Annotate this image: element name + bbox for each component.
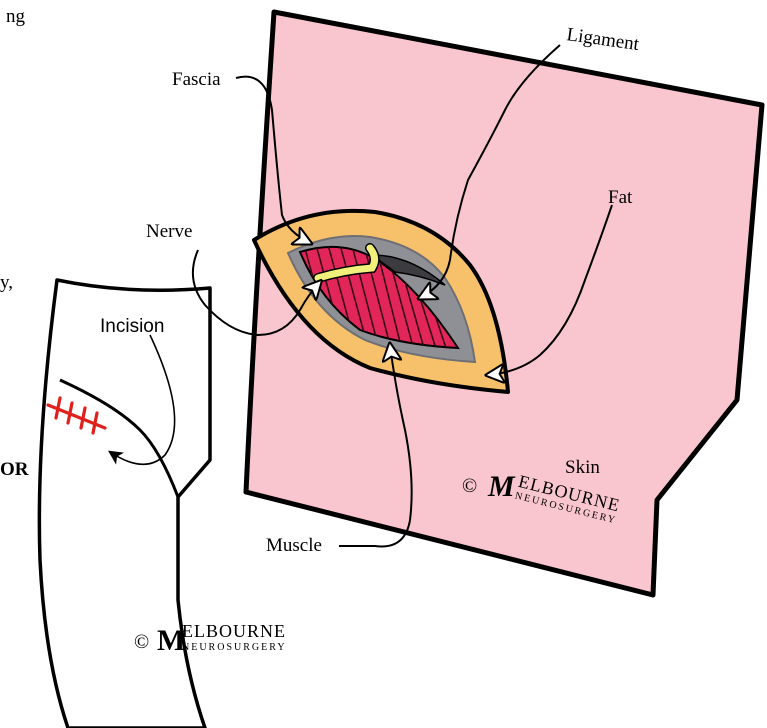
- fascia-label: Fascia: [172, 69, 221, 90]
- fat-label: Fat: [608, 187, 633, 208]
- skin-panel: © M ELBOURNE NEUROSURGERY Skin: [246, 12, 762, 595]
- skin-label: Skin: [565, 457, 600, 478]
- leg-outline: [39, 280, 210, 728]
- watermark-left-name-top: ELBOURNE: [182, 621, 286, 641]
- leg-sketch: Incision © M ELBOURNE NEUROSURGERY: [39, 280, 286, 728]
- cropped-text-top: ng: [6, 6, 26, 27]
- ligament-label: Ligament: [565, 24, 641, 55]
- cropped-text-bold: OR: [0, 459, 29, 480]
- watermark-right-initial: M: [487, 470, 516, 503]
- watermark-right-copyright: ©: [462, 475, 477, 497]
- watermark-left: © M ELBOURNE NEUROSURGERY: [134, 621, 287, 657]
- nerve-label: Nerve: [146, 221, 192, 242]
- watermark-left-name-bottom: NEUROSURGERY: [182, 642, 287, 653]
- watermark-left-copyright: ©: [134, 631, 149, 653]
- cropped-text-mid: y,: [0, 272, 13, 293]
- muscle-label: Muscle: [266, 535, 322, 556]
- incision-label: Incision: [100, 316, 164, 337]
